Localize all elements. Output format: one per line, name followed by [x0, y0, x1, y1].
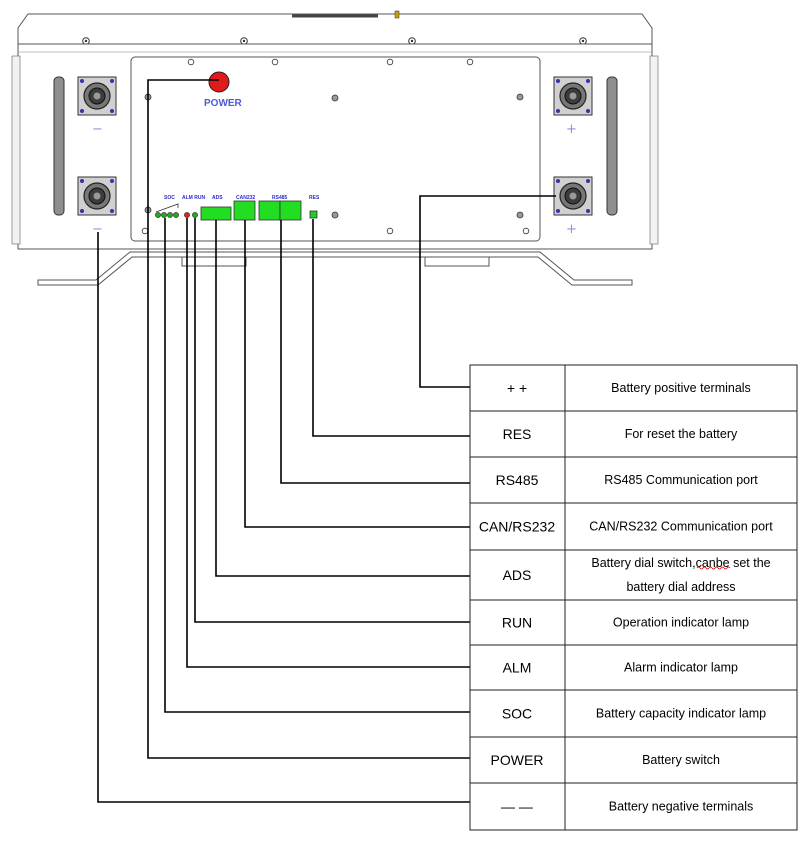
can-rs232-port[interactable] [233, 200, 256, 221]
positive-sign-top: + [566, 122, 577, 137]
ads-dial-switch[interactable] [200, 206, 232, 221]
soc-label: SOC [164, 195, 175, 201]
front-panel [130, 56, 541, 242]
alm-led [184, 212, 190, 218]
battery-device: − − + + POWER SOC ALM RUN ADS CAN232 RS4… [11, 10, 659, 286]
negative-terminal-bottom [77, 176, 117, 216]
legend-code: POWER [491, 752, 544, 768]
legend-description: Alarm indicator lamp [624, 661, 738, 675]
legend-code: + + [507, 380, 527, 396]
leader-negative [97, 232, 470, 803]
leader-run [194, 218, 470, 623]
reset-button[interactable] [309, 210, 318, 219]
positive-terminal-top [553, 76, 593, 116]
mounting-bracket [37, 251, 633, 286]
legend-code: RES [503, 426, 532, 442]
legend-description: Battery negative terminals [609, 800, 754, 814]
left-handle [53, 76, 65, 216]
ads-label: ADS [212, 195, 223, 201]
leader-lines [97, 79, 556, 803]
legend-description: For reset the battery [625, 427, 738, 441]
legend-description: Operation indicator lamp [613, 616, 749, 630]
leader-soc [164, 218, 470, 713]
legend-description: Battery switch [642, 753, 720, 767]
right-handle [606, 76, 618, 216]
rs485-label: RS485 [272, 195, 288, 201]
legend-code: CAN/RS232 [479, 519, 555, 535]
res-label: RES [309, 195, 320, 201]
leader-rs485 [280, 220, 470, 484]
leader-positive [419, 195, 556, 388]
lid-latch [394, 10, 400, 19]
panel-top-screws [141, 58, 530, 235]
legend-code: RUN [502, 615, 532, 631]
legend-description: CAN/RS232 Communication port [589, 520, 773, 534]
spellcheck-underline [696, 566, 731, 570]
leader-res [312, 219, 470, 437]
soc-ramp-icon [155, 203, 179, 213]
legend-code: ADS [503, 567, 532, 583]
negative-sign-bottom: − [92, 222, 103, 237]
legend-code: SOC [502, 706, 532, 722]
power-label: POWER [204, 98, 243, 109]
negative-terminal-top [77, 76, 117, 116]
leader-power [147, 79, 470, 759]
soc-leds [155, 212, 179, 218]
legend-code: RS485 [496, 472, 539, 488]
power-button[interactable] [208, 71, 230, 93]
alm-run-label: ALM RUN [182, 195, 205, 201]
legend-code: — — [501, 799, 533, 815]
leader-alm [186, 218, 470, 668]
leader-can [244, 220, 470, 528]
legend-description: Battery positive terminals [611, 381, 751, 395]
can232-label: CAN232 [236, 195, 255, 201]
battery-lid [17, 13, 653, 45]
legend-description: Battery capacity indicator lamp [596, 707, 766, 721]
legend-description: battery dial address [626, 580, 735, 594]
legend-description: Battery dial switch,canbe set the [591, 556, 770, 570]
legend-table-border [469, 364, 798, 831]
rs485-port-b[interactable] [279, 200, 302, 221]
leader-ads [215, 220, 470, 577]
legend-description: RS485 Communication port [604, 473, 758, 487]
run-led [192, 212, 198, 218]
rs485-port-a[interactable] [258, 200, 281, 221]
positive-sign-bottom: + [566, 222, 577, 237]
legend-code: ALM [503, 660, 532, 676]
negative-sign-top: − [92, 122, 103, 137]
positive-terminal-bottom [553, 176, 593, 216]
